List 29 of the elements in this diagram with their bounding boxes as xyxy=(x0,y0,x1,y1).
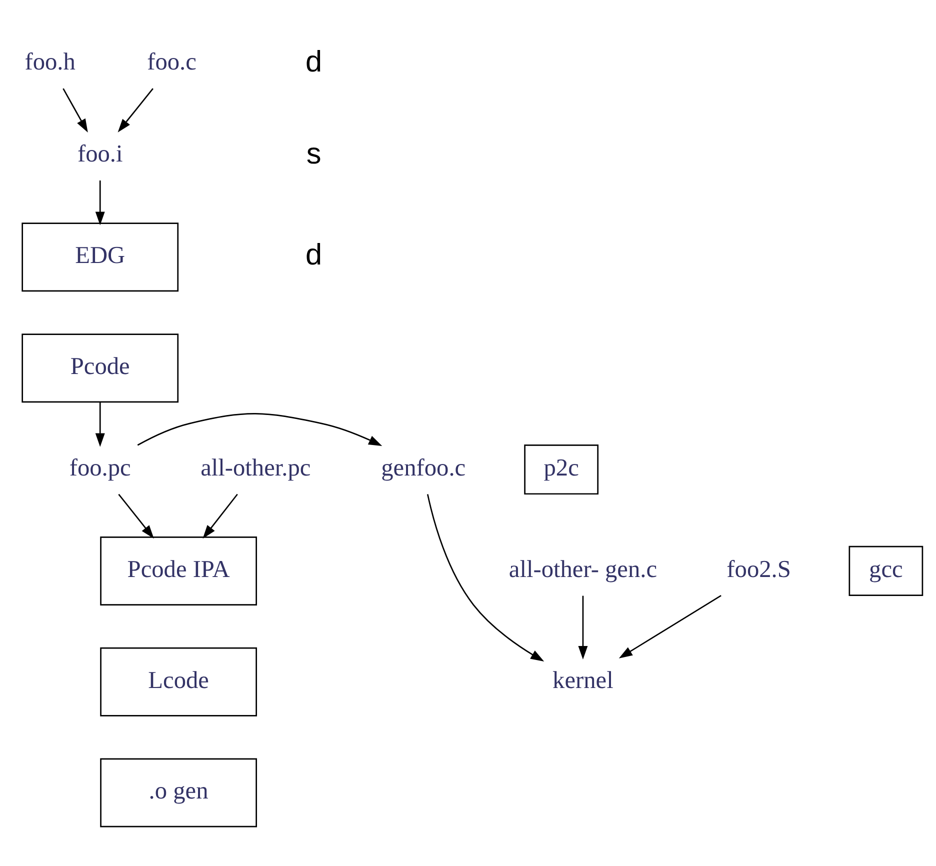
node-box: .o gen xyxy=(100,758,257,828)
node-text: foo.c xyxy=(147,48,196,76)
label: s xyxy=(306,137,322,170)
node-box: Pcode xyxy=(22,334,179,403)
arrow xyxy=(95,402,105,447)
arrow xyxy=(202,494,238,539)
node-box: p2c xyxy=(524,444,599,495)
arrow xyxy=(137,413,382,446)
node-text: all-other.pc xyxy=(200,454,311,482)
node-text: foo2.S xyxy=(726,556,791,583)
label: d xyxy=(306,45,322,78)
node-text: foo.pc xyxy=(69,454,131,482)
node-box: Pcode IPA xyxy=(100,536,257,606)
arrow xyxy=(578,596,588,660)
node-text: genfoo.c xyxy=(381,454,466,482)
arrow xyxy=(426,494,544,662)
arrow xyxy=(62,88,88,133)
node-text: all-other- gen.c xyxy=(508,556,658,583)
label: d xyxy=(306,238,322,272)
node-box: EDG xyxy=(22,222,179,292)
arrow xyxy=(118,88,154,132)
node-text: kernel xyxy=(552,666,614,694)
arrow xyxy=(618,594,722,658)
node-box: Lcode xyxy=(100,647,257,716)
node-box: gcc xyxy=(848,546,924,596)
node-text: foo.i xyxy=(77,140,123,168)
node-text: foo.h xyxy=(24,48,76,76)
arrow xyxy=(95,180,105,226)
arrow xyxy=(118,494,154,539)
